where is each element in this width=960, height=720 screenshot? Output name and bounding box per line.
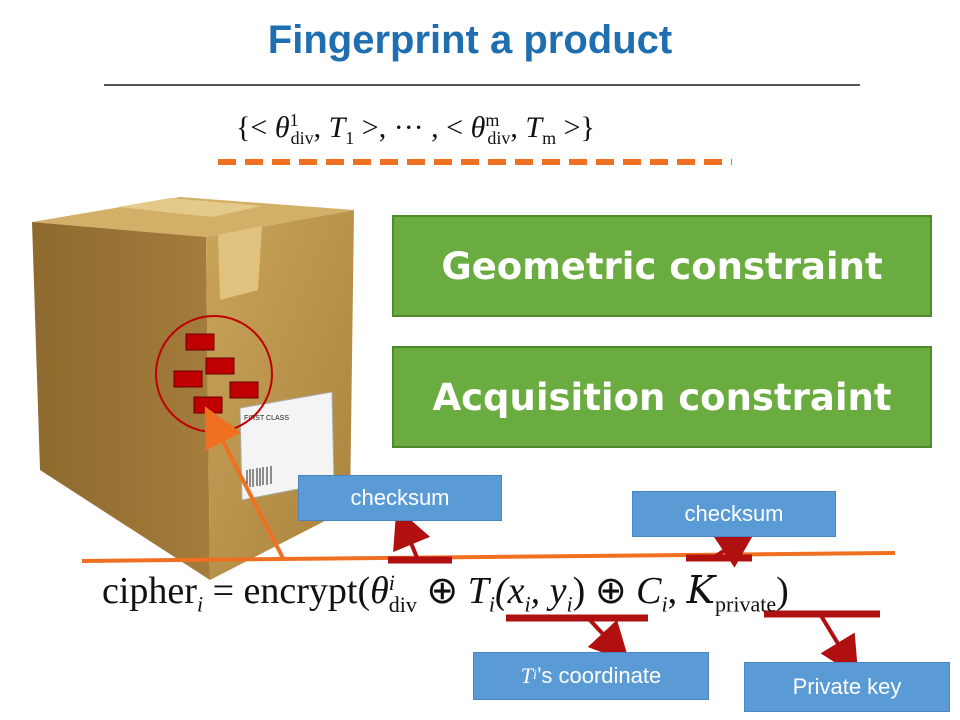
fingerprint-mark-5 xyxy=(193,396,223,414)
eq-C: C xyxy=(636,570,662,612)
eq-K: K xyxy=(686,568,716,612)
checksum-right-arrow xyxy=(712,528,757,568)
fingerprint-mark-4 xyxy=(229,381,259,399)
checksum-left-arrow xyxy=(393,507,431,561)
theta-symbol: θ xyxy=(274,111,290,144)
eq-cipher-sub: i xyxy=(196,591,204,617)
theta-sub-div: div xyxy=(290,128,314,148)
theta-sub-div-m: div xyxy=(487,128,511,148)
eq-C-sub: i xyxy=(661,591,668,617)
eq-y: , y xyxy=(530,570,567,612)
fingerprint-mark-1 xyxy=(185,333,215,351)
eq-T: T xyxy=(467,570,489,612)
coordinate-text: ’s coordinate xyxy=(536,663,662,688)
equation-baseline xyxy=(81,551,896,563)
geometric-constraint-box: Geometric constraint xyxy=(392,215,932,317)
eq-y-sub: i xyxy=(566,591,573,617)
t1-symbol: T xyxy=(328,111,346,144)
eq-cipher: cipher xyxy=(102,570,197,612)
set-close: >} xyxy=(563,111,595,144)
checksum-label-left: checksum xyxy=(298,475,502,521)
theta-sup-m: m xyxy=(485,110,500,130)
set-open: {< xyxy=(236,111,268,144)
set-middle: >, ··· , < xyxy=(361,111,464,144)
eq-x: (x xyxy=(495,570,525,612)
page-title: Fingerprint a product xyxy=(267,18,673,62)
eq-comma: , xyxy=(667,570,687,612)
box-tape-front xyxy=(218,226,262,300)
eq-theta-sup: i xyxy=(388,570,395,596)
fingerprint-mark-2 xyxy=(205,357,235,375)
eq-T-sub: i xyxy=(488,591,496,617)
box-top xyxy=(32,197,354,237)
eq-oplus-2: ⊕ xyxy=(585,570,637,612)
eq-encrypt: = encrypt( xyxy=(212,570,371,612)
box-left-side xyxy=(32,222,210,580)
private-key-label: Private key xyxy=(744,662,950,712)
marks-arrow xyxy=(204,406,286,561)
coordinate-arrow xyxy=(586,616,630,663)
cardboard-box-image: FIRST CLASS xyxy=(32,197,354,580)
key-arrow xyxy=(818,612,859,678)
eq-theta-sub: div xyxy=(388,592,417,618)
box-tape-top xyxy=(118,198,262,217)
eq-theta: θ xyxy=(370,570,389,612)
coordinate-sub: i xyxy=(533,668,537,683)
theta-sup-1: 1 xyxy=(289,110,299,130)
t1-sub: 1 xyxy=(345,128,355,148)
title-underline xyxy=(104,84,860,86)
eq-x-sub: i xyxy=(524,591,531,617)
coordinate-T: T xyxy=(520,663,533,688)
eq-K-sub: private xyxy=(715,591,777,617)
fingerprint-mark-3 xyxy=(173,370,203,388)
tm-sub: m xyxy=(542,128,557,148)
barcode-icon xyxy=(246,466,272,488)
acquisition-constraint-box: Acquisition constraint xyxy=(392,346,932,448)
theta-symbol-m: θ xyxy=(470,111,486,144)
tm-symbol: T xyxy=(525,111,543,144)
eq-close: ) xyxy=(776,570,789,612)
checksum-label-right: checksum xyxy=(632,491,836,537)
fingerprint-set-formula: {< θ1div, T1 >, ··· , < θmdiv, Tm >} xyxy=(236,110,595,148)
eq-oplus-1: ⊕ xyxy=(416,570,468,612)
eq-args-close: ) xyxy=(572,570,586,612)
shipping-label-brand: FIRST CLASS xyxy=(244,415,289,422)
